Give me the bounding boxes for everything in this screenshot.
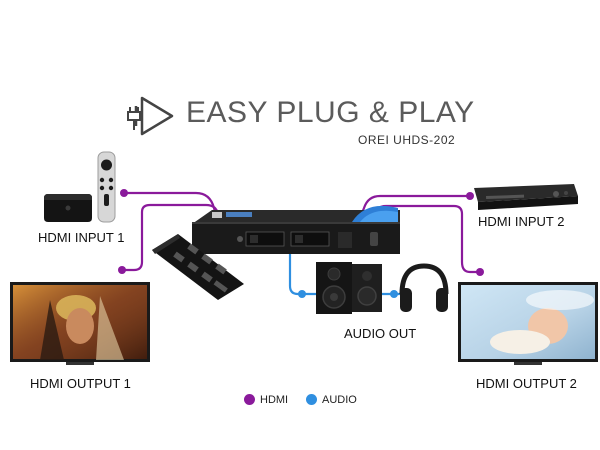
- tv-icon: [458, 282, 598, 365]
- tv-icon: [10, 282, 150, 365]
- hdmi-cable-input-2: [358, 194, 470, 219]
- label-hdmi-output-2: HDMI OUTPUT 2: [476, 376, 577, 391]
- ir-remote-icon: [152, 234, 244, 300]
- streaming-remote-icon: [97, 151, 116, 223]
- speakers-icon: [316, 262, 382, 314]
- hdmi-cable-output-1: [122, 203, 220, 272]
- label-hdmi-output-1: HDMI OUTPUT 1: [30, 376, 131, 391]
- headphones-icon: [399, 263, 449, 312]
- legend-label-hdmi: HDMI: [260, 394, 289, 406]
- dvd-player-icon: [474, 184, 578, 210]
- cable-ends: [118, 189, 484, 298]
- hdmi-switch-icon: [192, 205, 400, 254]
- legend-swatch-audio: [306, 394, 317, 405]
- audio-cable-speakers: [288, 254, 316, 296]
- plug-play-icon: [127, 96, 174, 136]
- streaming-box-icon: [44, 194, 92, 222]
- label-hdmi-input-1: HDMI INPUT 1: [38, 230, 125, 245]
- legend-swatch-hdmi: [244, 394, 255, 405]
- label-audio-out: AUDIO OUT: [344, 326, 417, 341]
- legend-label-audio: AUDIO: [322, 394, 357, 406]
- label-hdmi-input-2: HDMI INPUT 2: [478, 214, 565, 229]
- page-title: EASY PLUG & PLAY: [186, 96, 475, 129]
- model-number: OREI UHDS-202: [358, 133, 456, 147]
